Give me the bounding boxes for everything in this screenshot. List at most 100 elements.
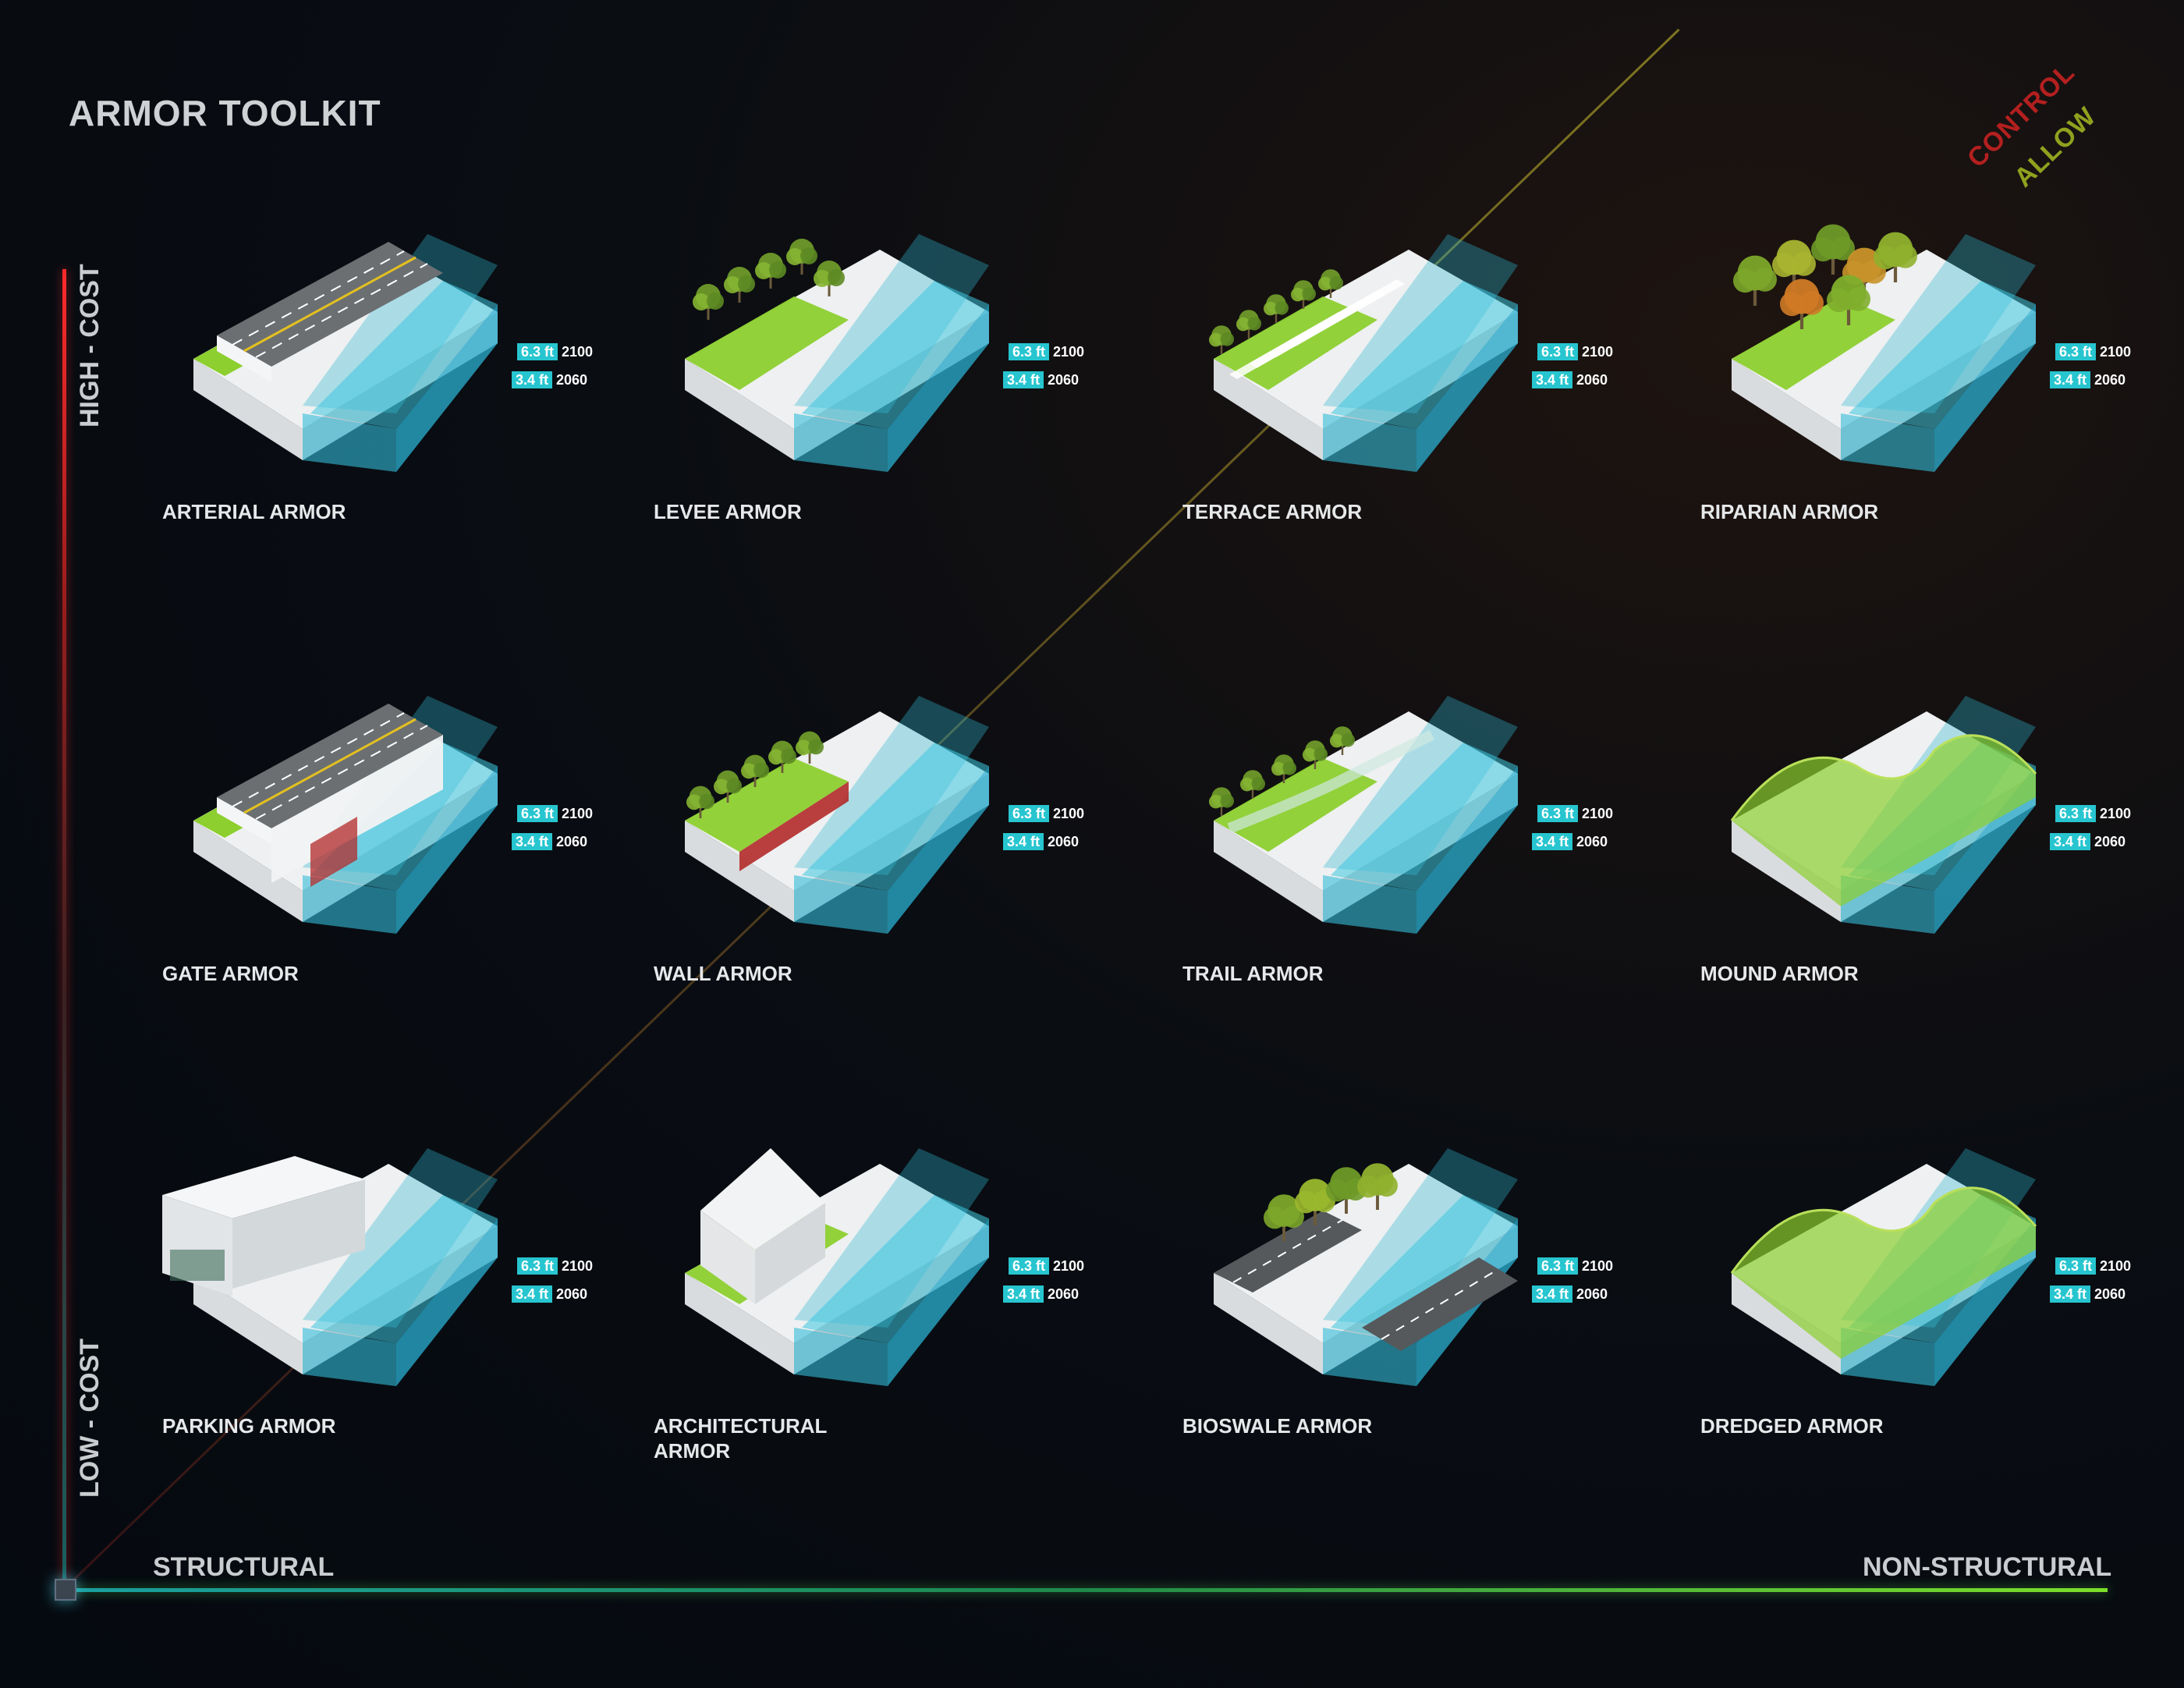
armor-card-label: TRAIL ARMOR [1182, 962, 1324, 985]
level-value: 3.4 ft [2050, 1286, 2091, 1303]
level-value: 3.4 ft [1003, 1286, 1044, 1303]
arterial-armor-illustration [193, 234, 498, 472]
level-year: 2060 [1048, 833, 1080, 849]
level-year: 2060 [1576, 833, 1608, 849]
cost-axis [62, 269, 66, 1587]
tree-icon [1827, 275, 1870, 325]
level-year: 2100 [1053, 343, 1085, 360]
level-year: 2100 [2100, 343, 2132, 360]
tree-icon [1303, 740, 1328, 769]
tree-icon [796, 731, 824, 764]
tree-icon [1291, 280, 1316, 309]
level-value: 6.3 ft [517, 805, 558, 822]
level-value: 6.3 ft [1009, 805, 1050, 822]
tree-icon [755, 253, 786, 289]
tree-icon [1733, 255, 1777, 306]
level-value: 3.4 ft [512, 371, 553, 388]
tree-icon [1209, 325, 1234, 354]
tree-icon [1357, 1163, 1398, 1210]
armor-card-label: BIOSWALE ARMOR [1182, 1414, 1373, 1438]
level-value: 6.3 ft [1009, 343, 1050, 360]
level-value: 6.3 ft [1537, 1257, 1579, 1275]
tree-icon [1240, 770, 1265, 799]
level-value: 6.3 ft [1009, 1257, 1050, 1275]
page-title: ARMOR TOOLKIT [69, 93, 381, 133]
level-value: 3.4 ft [512, 833, 553, 850]
level-year: 2100 [1053, 1257, 1085, 1274]
level-value: 6.3 ft [2055, 805, 2097, 822]
level-value: 3.4 ft [512, 1286, 553, 1303]
level-year: 2060 [2094, 371, 2126, 388]
tree-icon [1264, 294, 1289, 323]
armor-card-label: PARKING ARMOR [162, 1414, 336, 1438]
armor-card-label: RIPARIAN ARMOR [1700, 500, 1879, 523]
level-year: 2100 [2100, 1257, 2132, 1274]
level-value: 6.3 ft [517, 343, 558, 360]
dredged-armor-illustration [1730, 1148, 2037, 1386]
level-year: 2060 [2094, 833, 2126, 849]
armor-card-label: ARCHITECTURAL ARMOR [654, 1414, 828, 1463]
level-value: 6.3 ft [2055, 343, 2097, 360]
tree-icon [1874, 232, 1917, 282]
tree-icon [1271, 754, 1296, 783]
level-year: 2100 [562, 1257, 594, 1274]
armor-card-label: MOUND ARMOR [1700, 962, 1859, 985]
gate-armor-illustration [193, 696, 498, 934]
level-year: 2100 [562, 805, 594, 821]
tree-icon [1811, 224, 1855, 275]
architectural-armor-illustration [685, 1148, 989, 1386]
level-value: 3.4 ft [2050, 833, 2091, 850]
levee-armor-illustration [685, 234, 989, 472]
riparian-armor-illustration [1732, 224, 2036, 472]
x-axis-left-label: STRUCTURAL [153, 1552, 335, 1582]
tree-icon [1209, 787, 1234, 816]
tree-icon [814, 261, 845, 296]
tree-icon [1780, 278, 1824, 329]
armor-card-label: ARTERIAL ARMOR [162, 500, 346, 523]
tree-icon [1236, 310, 1261, 339]
tree-icon [786, 239, 817, 275]
mound-armor-illustration [1730, 696, 2037, 934]
tree-icon [1318, 269, 1343, 298]
tree-icon [1295, 1179, 1335, 1225]
level-value: 6.3 ft [517, 1257, 558, 1275]
level-year: 2100 [1582, 1257, 1614, 1274]
tree-icon [724, 267, 755, 303]
level-value: 3.4 ft [2050, 371, 2091, 388]
armor-card-label: TERRACE ARMOR [1182, 500, 1363, 523]
tree-icon [686, 785, 714, 818]
tree-icon [1772, 239, 1816, 290]
y-axis-low-label: LOW - COST [75, 1339, 105, 1498]
level-year: 2100 [562, 343, 594, 360]
level-year: 2060 [556, 371, 588, 388]
level-year: 2060 [556, 1286, 588, 1302]
level-year: 2100 [1582, 343, 1614, 360]
trail-armor-illustration [1209, 696, 1518, 934]
tree-icon [1264, 1194, 1304, 1241]
level-value: 6.3 ft [1537, 343, 1579, 360]
level-year: 2060 [1576, 371, 1608, 388]
x-axis-right-label: NON-STRUCTURAL [1863, 1552, 2112, 1582]
